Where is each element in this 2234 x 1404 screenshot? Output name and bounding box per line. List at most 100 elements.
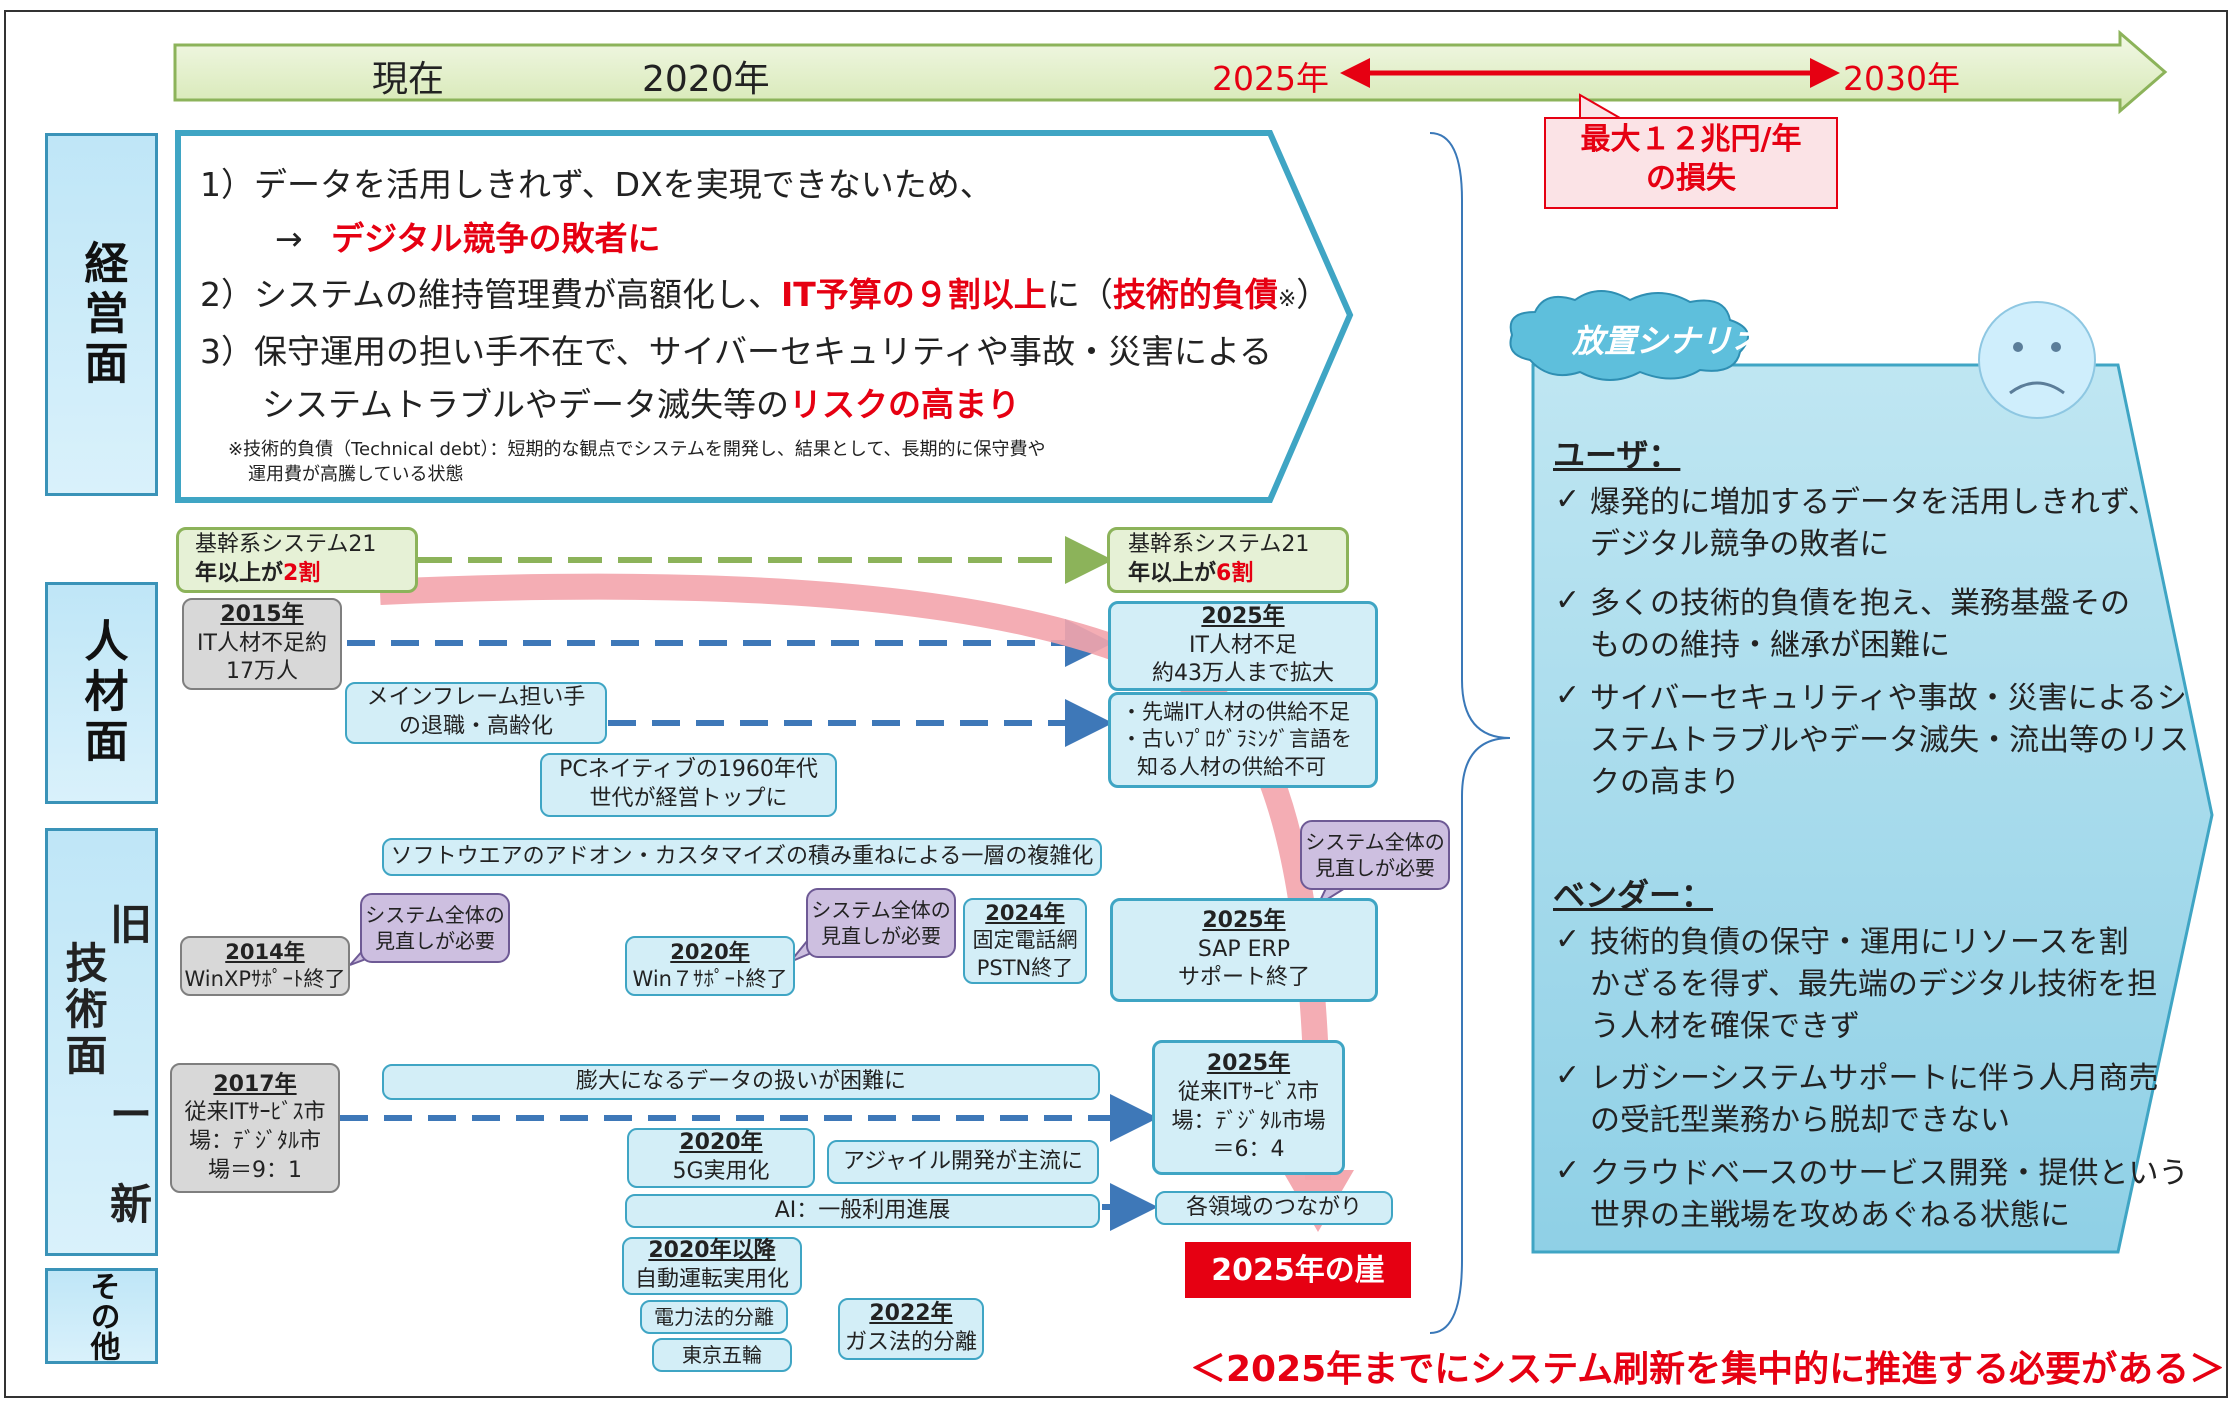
check-icon: ✓ xyxy=(1555,482,1581,517)
check-icon: ✓ xyxy=(1555,922,1581,957)
side-tech: 旧 技術面 ー 新 xyxy=(45,828,158,1256)
review-callout-3: システム全体の 見直しが必要 xyxy=(1300,820,1450,890)
olympics-box: 東京五輪 xyxy=(652,1338,792,1372)
check-icon: ✓ xyxy=(1555,678,1581,713)
v3-l2: 世界の主戦場を攻めあぐねる状態に xyxy=(1590,1198,2070,1233)
market17-l1: 従来ITｻｰﾋﾞｽ市 xyxy=(184,1100,326,1126)
supply-box: ・先端IT人材の供給不足 ・古いﾌﾟﾛｸﾞﾗﾐﾝｸﾞ言語を 知る人材の供給不可 xyxy=(1108,692,1378,788)
pstn-l2: PSTN終了 xyxy=(976,955,1074,980)
mgmt-note-1: ※技術的負債（Technical debt）：短期的な観点でシステムを開発し、結… xyxy=(228,439,1046,460)
mgmt-l3-debt: 技術的負債 xyxy=(1112,275,1278,314)
v1-l2: かざるを得ず、最先端のデジタル技術を担 xyxy=(1590,967,2158,1002)
brace xyxy=(1429,132,1511,1334)
vendor-item-1: ✓ 技術的負債の保守・運用にリソースを割かざるを得ず、最先端のデジタル技術を担う… xyxy=(1555,922,2157,1044)
market25-l3: ＝6：4 xyxy=(1212,1137,1285,1163)
win7-text: Win７ｻﾎﾟｰﾄ終了 xyxy=(632,967,788,991)
user-item-1: ✓ 爆発的に増加するデータを活用しきれず、デジタル競争の敗者に xyxy=(1555,482,2158,562)
autodrive-text: 自動運転実用化 xyxy=(634,1267,789,1292)
mgmt-l3-a: 2）システムの維持管理費が高額化し、 xyxy=(200,275,782,314)
win7-box: 2020年 Win７ｻﾎﾟｰﾄ終了 xyxy=(625,936,795,996)
year-2025-hr: 2025年 xyxy=(1201,604,1285,630)
check-icon: ✓ xyxy=(1555,1153,1581,1188)
u1-l1: 爆発的に増加するデータを活用しきれず、 xyxy=(1590,485,2158,520)
market17-l2: 場：ﾃﾞｼﾞﾀﾙ市 xyxy=(188,1129,321,1154)
timeline-current: 現在 xyxy=(372,59,445,100)
kikan-left-l2: 年以上が2割 xyxy=(195,560,320,589)
year-2020-5g: 2020年 xyxy=(679,1130,763,1156)
timeline-2025: 2025年 xyxy=(1212,59,1329,98)
v1-l1: 技術的負債の保守・運用にリソースを割 xyxy=(1590,925,2129,960)
u3-l2: ステムトラブルやデータ滅失・流出等のリス xyxy=(1590,723,2190,758)
year-2025-market: 2025年 xyxy=(1206,1051,1291,1077)
it-short25-l2: 約43万人まで拡大 xyxy=(1152,661,1334,687)
vendor-item-2: ✓ レガシーシステムサポートに伴う人月商売の受託型業務から脱却できない xyxy=(1555,1058,2159,1138)
side-tech-old: 旧 xyxy=(110,900,153,949)
year-2025-sap: 2025年 xyxy=(1202,908,1286,934)
mainframe-box: メインフレーム担い手 の退職・高齢化 xyxy=(345,682,607,744)
it-shortage-2025-box: 2025年 IT人材不足 約43万人まで拡大 xyxy=(1108,601,1378,691)
kikan-right-l2a: 年以上が xyxy=(1128,561,1217,586)
it-short-l1: IT人材不足約 xyxy=(197,630,327,656)
side-tech-dash: ー xyxy=(110,1090,153,1139)
pstn-box: 2024年 固定電話網 PSTN終了 xyxy=(963,898,1087,984)
vendor-heading: ベンダー： xyxy=(1553,876,1714,914)
sap-box: 2025年 SAP ERP サポート終了 xyxy=(1110,898,1378,1002)
mgmt-l3-red: IT予算の９割以上 xyxy=(781,275,1047,314)
vendor-item-3: ✓ クラウドベースのサービス開発・提供という世界の主戦場を攻めあぐねる状態に xyxy=(1555,1153,2189,1233)
mgmt-line-1: 1）データを活用しきれず、DXを実現できないため、 xyxy=(200,165,993,204)
side-tech-new: 新 xyxy=(110,1180,153,1229)
conclusion: ＜2025年までにシステム刷新を集中的に推進する必要がある＞ xyxy=(1190,1349,2226,1390)
user-item-3: ✓ サイバーセキュリティや事故・災害によるシステムトラブルやデータ滅失・流出等の… xyxy=(1555,678,2189,800)
mgmt-l3-c: ） xyxy=(1296,275,1330,314)
kikan-right-box: 基幹系システム21 年以上が6割 xyxy=(1107,527,1349,593)
review2-l2: 見直しが必要 xyxy=(821,924,941,948)
side-other: その他 xyxy=(45,1268,158,1364)
cloud-shape xyxy=(1509,290,1749,381)
sap-l2: サポート終了 xyxy=(1177,965,1310,991)
gas-text: ガス法的分離 xyxy=(844,1330,977,1355)
mgmt-line-4: 3）保守運用の担い手不在で、サイバーセキュリティや事故・災害による xyxy=(200,332,1273,371)
timeline-arrow xyxy=(173,29,2168,115)
mgmt-line-2: → デジタル競争の敗者に xyxy=(275,212,661,260)
market-2025-box: 2025年 従来ITｻｰﾋﾞｽ市 場：ﾃﾞｼﾞﾀﾙ市場 ＝6：4 xyxy=(1152,1040,1345,1175)
supply-l3: 知る人材の供給不可 xyxy=(1137,754,1326,779)
review2-l1: システム全体の xyxy=(811,898,951,922)
mgmt-note-2: 運用費が高騰している状態 xyxy=(248,464,464,485)
sad-face-icon xyxy=(1978,301,2096,419)
mgmt-loser: デジタル競争の敗者に xyxy=(331,219,661,258)
agile-box: アジャイル開発が主流に xyxy=(827,1140,1099,1184)
ai-box: AI：一般利用進展 xyxy=(625,1194,1100,1228)
5g-box: 2020年 5G実用化 xyxy=(627,1128,815,1188)
pstn-l1: 固定電話網 xyxy=(972,928,1078,953)
pc-native-l2: 世代が経営トップに xyxy=(589,786,788,811)
review-callout-2: システム全体の 見直しが必要 xyxy=(806,888,956,958)
pc-native-l1: PCネイティブの1960年代 xyxy=(559,757,818,783)
v1-l3: う人材を確保できず xyxy=(1590,1009,1860,1044)
u2-l1: 多くの技術的負債を抱え、業務基盤その xyxy=(1590,586,2130,621)
review3-l2: 見直しが必要 xyxy=(1315,856,1435,880)
year-2024: 2024年 xyxy=(985,901,1065,926)
side-tech-mid: 技術面 xyxy=(59,941,108,1079)
review1-l1: システム全体の xyxy=(365,903,505,927)
year-2022: 2022年 xyxy=(869,1301,953,1327)
loss-amount: 最大１２兆円/年 xyxy=(1580,122,1802,157)
v2-l2: の受託型業務から脱却できない xyxy=(1590,1103,2010,1138)
software-box: ソフトウエアのアドオン・カスタマイズの積み重ねによる一層の複雑化 xyxy=(382,838,1102,876)
check-icon: ✓ xyxy=(1555,583,1581,618)
mgmt-l5-red: リスクの高まり xyxy=(789,385,1021,424)
cloud-label: 放置シナリオ xyxy=(1572,322,1765,360)
year-2015: 2015年 xyxy=(220,602,304,628)
bigdata-box: 膨大になるデータの扱いが困難に xyxy=(382,1064,1100,1100)
loss-label: の損失 xyxy=(1646,161,1736,196)
year-2017: 2017年 xyxy=(213,1071,297,1097)
mgmt-l5-a: システムトラブルやデータ滅失等の xyxy=(262,385,790,424)
v2-l1: レガシーシステムサポートに伴う人月商売 xyxy=(1590,1061,2159,1096)
year-2020-later: 2020年以降 xyxy=(648,1238,776,1264)
autodrive-box: 2020年以降 自動運転実用化 xyxy=(622,1237,802,1295)
sap-l1: SAP ERP xyxy=(1197,936,1291,962)
market25-l1: 従来ITｻｰﾋﾞｽ市 xyxy=(1178,1079,1319,1105)
user-item-2: ✓ 多くの技術的負債を抱え、業務基盤そのものの維持・継承が困難に xyxy=(1555,583,2130,663)
mgmt-l3-b: に（ xyxy=(1046,275,1113,314)
loss-callout xyxy=(1544,93,1838,209)
